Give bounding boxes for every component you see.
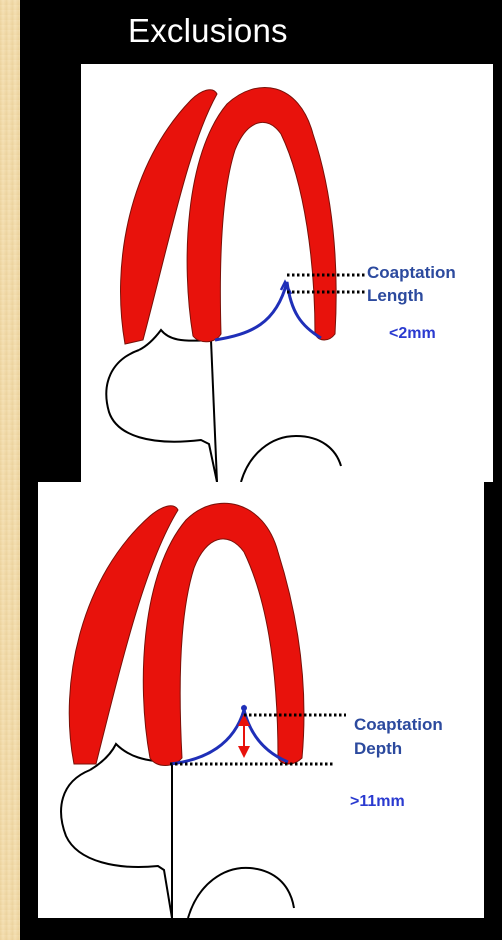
coaptation-length-figure: Coaptation Length <2mm bbox=[81, 64, 493, 482]
chamber-outline bbox=[106, 350, 217, 482]
depth-arrow-down bbox=[238, 746, 250, 758]
label-depth: Depth bbox=[354, 739, 402, 759]
anterior-leaflet bbox=[143, 503, 304, 765]
label-coaptation: Coaptation bbox=[367, 263, 456, 283]
coaptation-depth-figure: Coaptation Depth >11mm bbox=[38, 482, 484, 918]
valve-tip bbox=[241, 705, 247, 711]
chamber-outline bbox=[61, 770, 172, 918]
label-coaptation: Coaptation bbox=[354, 715, 443, 735]
threshold-value: <2mm bbox=[389, 325, 436, 343]
anterior-leaflet bbox=[187, 87, 336, 341]
outflow-outline bbox=[188, 868, 294, 918]
threshold-value: >11mm bbox=[350, 793, 405, 811]
label-length: Length bbox=[367, 286, 424, 306]
valve-annulus bbox=[170, 710, 288, 764]
valve-annulus bbox=[215, 282, 321, 340]
slide-background: Exclusions Coaptation Length <2mm bbox=[20, 0, 502, 940]
slide-title: Exclusions bbox=[128, 12, 288, 50]
coaptation-depth-diagram bbox=[38, 482, 484, 918]
outflow-outline bbox=[241, 436, 341, 482]
